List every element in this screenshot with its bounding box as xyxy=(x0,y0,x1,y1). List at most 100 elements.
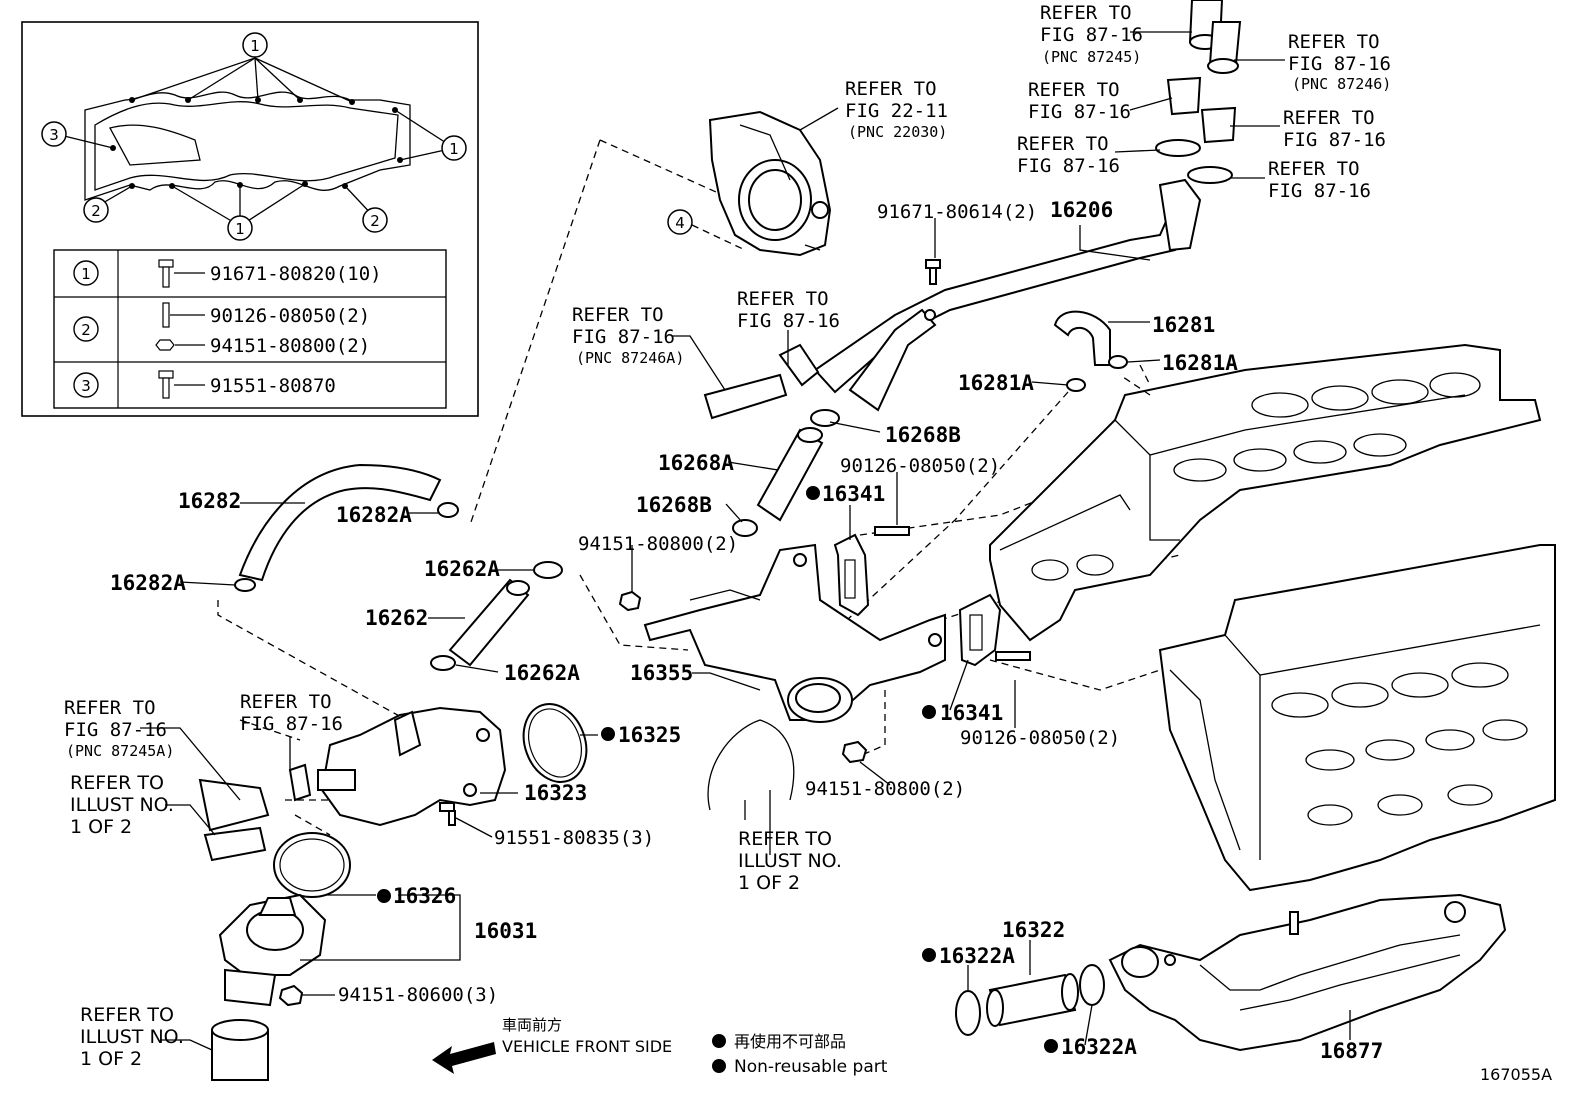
part-label: 16262A xyxy=(424,557,500,581)
part-label: 16281 xyxy=(1152,313,1215,337)
part-label: 16322A xyxy=(939,944,1015,968)
water-inlet-housing-16323 xyxy=(317,706,507,827)
svg-text:1: 1 xyxy=(449,140,459,158)
part-label: 16268B xyxy=(636,493,712,517)
hose-16281 xyxy=(1053,310,1128,392)
svg-text:3: 3 xyxy=(49,126,59,144)
non-reusable-marker xyxy=(601,727,615,741)
part-label: 16877 xyxy=(1320,1039,1383,1063)
leader-lines xyxy=(140,31,1351,1051)
svg-text:94151-80800(2): 94151-80800(2) xyxy=(210,335,370,357)
part-label: 16262 xyxy=(365,606,428,630)
gasket-16341-lower xyxy=(958,593,1002,667)
callout-4-throttle: 4 xyxy=(667,209,693,235)
non-reusable-marker xyxy=(806,486,820,500)
part-label: 16322 xyxy=(1002,918,1065,942)
nut-94151-80600 xyxy=(278,984,304,1007)
part-label: 91551-80835(3) xyxy=(494,827,654,849)
o-ring-16322a-right xyxy=(1079,964,1105,1006)
nut-94151-80800-upper xyxy=(618,590,642,612)
front-en-label: VEHICLE FRONT SIDE xyxy=(502,1037,672,1056)
bolt-91671-80614 xyxy=(925,259,941,285)
part-label: 16325 xyxy=(618,723,681,747)
legend: 車両前方 VEHICLE FRONT SIDE 再使用不可部品 Non-reus… xyxy=(432,1016,1552,1084)
thermostat-16031 xyxy=(218,893,327,1007)
svg-text:91551-80870: 91551-80870 xyxy=(210,375,336,397)
bolt-icon xyxy=(158,370,174,399)
part-label: 16341 xyxy=(822,482,885,506)
part-label: 16281A xyxy=(958,371,1034,395)
table-row: 1 91671-80820(10) xyxy=(73,259,382,288)
non-reusable-marker xyxy=(712,1034,726,1048)
part-label: 16268A xyxy=(658,451,734,475)
callout-3: 3 xyxy=(41,121,67,147)
svg-text:1: 1 xyxy=(250,37,260,55)
water-outlet-pipe-16355 xyxy=(643,543,946,723)
pnc-label: (PNC 87245) xyxy=(1042,48,1141,66)
stud-90126-lower xyxy=(995,651,1031,661)
svg-text:2: 2 xyxy=(81,321,91,339)
callout-1-top: 1 xyxy=(242,32,268,58)
svg-text:3: 3 xyxy=(81,377,91,395)
pnc-label: (PNC 87246) xyxy=(1292,75,1391,93)
figure-id: 167055A xyxy=(1480,1065,1552,1084)
refer-hoses xyxy=(198,719,795,1081)
nonreuse-en-label: Non-reusable part xyxy=(734,1057,888,1077)
stud-90126-upper xyxy=(874,526,910,536)
non-reusable-marker xyxy=(377,889,391,903)
callout-2-left: 2 xyxy=(83,197,109,223)
nonreuse-jp-label: 再使用不可部品 xyxy=(734,1032,846,1051)
callout-2-right: 2 xyxy=(362,207,388,233)
pnc-label: (PNC 87246A) xyxy=(576,349,684,367)
bolt-91551-80835 xyxy=(439,802,456,826)
hose-16268 xyxy=(703,343,840,537)
part-label: 16282A xyxy=(110,571,186,595)
non-reusable-marker xyxy=(922,705,936,719)
part-label: 16355 xyxy=(630,661,693,685)
nut-94151-80800-lower xyxy=(841,740,868,764)
svg-text:90126-08050(2): 90126-08050(2) xyxy=(210,305,370,327)
part-label: 16282 xyxy=(178,489,241,513)
part-label: 16326 xyxy=(393,884,456,908)
cylinder-block-illustration xyxy=(1158,544,1556,892)
clamps-top-right xyxy=(1155,76,1237,184)
stud-icon xyxy=(162,302,170,328)
intake-manifold-16877 xyxy=(1108,893,1507,1052)
svg-text:4: 4 xyxy=(675,214,685,232)
part-label: 94151-80800(2) xyxy=(805,778,965,800)
part-label: 16323 xyxy=(524,781,587,805)
hose-ends-top xyxy=(1188,0,1242,74)
svg-text:1: 1 xyxy=(235,220,245,238)
non-reusable-marker xyxy=(922,948,936,962)
svg-text:2: 2 xyxy=(91,202,101,220)
table-row: 2 90126-08050(2) 94151-80800(2) xyxy=(73,302,370,357)
part-label: 90126-08050(2) xyxy=(840,455,1000,477)
svg-text:1: 1 xyxy=(81,265,91,283)
part-label: 16031 xyxy=(474,919,537,943)
o-ring-16322a-left xyxy=(955,990,981,1036)
part-label: 90126-08050(2) xyxy=(960,727,1120,749)
pnc-label: (PNC 22030) xyxy=(848,123,947,141)
svg-text:91671-80820(10): 91671-80820(10) xyxy=(210,263,382,285)
non-reusable-marker xyxy=(1044,1039,1058,1053)
pnc-label: (PNC 87245A) xyxy=(66,742,174,760)
part-label: 16206 xyxy=(1050,198,1113,222)
hose-16262 xyxy=(430,561,563,671)
part-label: 16268B xyxy=(885,423,961,447)
callout-1-right: 1 xyxy=(441,135,467,161)
part-label: 16282A xyxy=(336,503,412,527)
gasket-16326 xyxy=(273,832,351,898)
table-row: 3 91551-80870 xyxy=(73,370,336,399)
